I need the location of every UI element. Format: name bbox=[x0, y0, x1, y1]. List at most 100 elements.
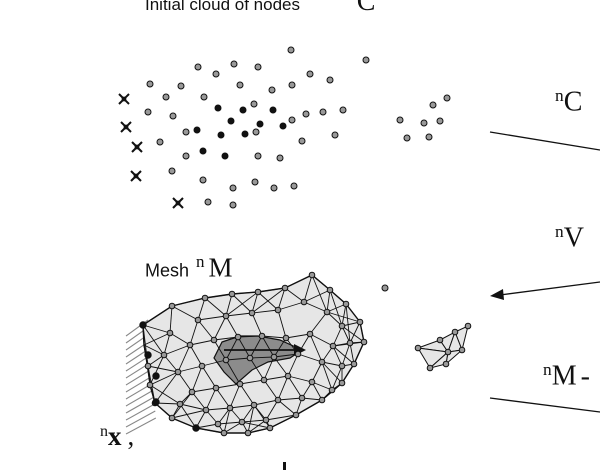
mesh-node bbox=[254, 288, 262, 296]
mesh-edge bbox=[204, 297, 227, 317]
mesh-label-symbol: M bbox=[208, 252, 233, 283]
mesh-node bbox=[281, 284, 289, 292]
label-nx-tail: , bbox=[127, 421, 135, 451]
mesh-edge bbox=[332, 345, 355, 365]
mesh-edge bbox=[225, 359, 241, 385]
mesh-edge bbox=[321, 361, 343, 367]
mesh-edge bbox=[171, 305, 199, 321]
active-node bbox=[217, 131, 225, 139]
mesh-node bbox=[346, 339, 354, 347]
mesh-edge bbox=[297, 353, 323, 363]
mesh-edge bbox=[241, 419, 267, 423]
mesh-node bbox=[244, 429, 252, 437]
mesh-edge bbox=[225, 336, 239, 361]
mesh-edge bbox=[345, 303, 361, 323]
mesh-edge bbox=[154, 371, 179, 404]
mesh-edge bbox=[341, 363, 355, 384]
mesh-edge bbox=[311, 274, 331, 291]
cloud-node bbox=[230, 60, 238, 68]
cloud-node bbox=[146, 80, 154, 88]
cloud-node bbox=[306, 70, 314, 78]
mesh-edge bbox=[269, 414, 297, 429]
mesh-edge bbox=[177, 371, 193, 393]
mesh-edge bbox=[241, 404, 255, 423]
boundary-fixed-node bbox=[152, 398, 160, 406]
mesh-edge bbox=[179, 403, 197, 429]
mesh-node bbox=[160, 351, 168, 359]
cloud-node bbox=[429, 101, 437, 109]
mesh-node bbox=[274, 306, 282, 314]
mesh-label-sup: n bbox=[196, 252, 205, 271]
small-mesh-node bbox=[442, 360, 450, 368]
mesh-node bbox=[338, 362, 346, 370]
hatch-line bbox=[125, 375, 153, 393]
label-nV: nV bbox=[555, 222, 584, 255]
mesh-node bbox=[168, 414, 176, 422]
cloud-node bbox=[276, 154, 284, 162]
hatch-line bbox=[125, 403, 155, 421]
mesh-node bbox=[212, 384, 220, 392]
cloud-node bbox=[254, 152, 262, 160]
boundary-hatching bbox=[125, 319, 157, 435]
hatch-line bbox=[125, 396, 155, 414]
mesh-edge bbox=[217, 407, 231, 425]
label-nM: nM- bbox=[543, 360, 590, 393]
mesh-node bbox=[198, 362, 206, 370]
label-nx-sup: n bbox=[100, 423, 108, 441]
cloud-node bbox=[436, 117, 444, 125]
top-caption-symbol: C bbox=[356, 0, 376, 17]
mesh-node bbox=[146, 381, 154, 389]
mesh-edge bbox=[257, 287, 286, 293]
cloud-node bbox=[144, 108, 152, 116]
cloud-node bbox=[362, 56, 370, 64]
mesh-edge bbox=[149, 371, 179, 386]
mesh-edge bbox=[189, 339, 215, 346]
label-nC-sup: n bbox=[555, 86, 564, 105]
mesh-edge bbox=[277, 287, 286, 311]
cloud-node bbox=[319, 108, 327, 116]
mesh-node bbox=[174, 368, 182, 376]
cloud-node bbox=[290, 182, 298, 190]
mesh-node bbox=[228, 290, 236, 298]
mesh-edge bbox=[189, 344, 203, 367]
cloud-node bbox=[288, 81, 296, 89]
mesh-node bbox=[338, 379, 346, 387]
label-nV-symbol: V bbox=[563, 222, 584, 254]
mesh-node bbox=[168, 302, 176, 310]
mesh-edge bbox=[251, 309, 279, 314]
arrow-line-to-nC bbox=[489, 131, 600, 151]
fixed-node bbox=[133, 173, 139, 179]
cloud-node bbox=[212, 70, 220, 78]
cloud-node bbox=[396, 116, 404, 124]
mesh-node bbox=[226, 404, 234, 412]
mesh-edge bbox=[345, 303, 351, 344]
cloud-node bbox=[298, 137, 306, 145]
mesh-edge bbox=[142, 324, 165, 356]
mesh-edge bbox=[215, 383, 241, 389]
small-mesh-node bbox=[451, 328, 459, 336]
mesh-edge bbox=[261, 335, 275, 358]
mesh-node bbox=[350, 360, 358, 368]
mesh-edge bbox=[241, 421, 271, 429]
mesh-edge bbox=[251, 312, 263, 337]
mesh-edge bbox=[225, 315, 239, 338]
mesh-edge bbox=[169, 305, 173, 334]
mesh-edge bbox=[303, 289, 331, 303]
active-node bbox=[199, 147, 207, 155]
mesh-node bbox=[236, 380, 244, 388]
mesh-edge bbox=[231, 291, 259, 295]
mesh-edge bbox=[189, 319, 199, 346]
mesh-node bbox=[292, 411, 300, 419]
cloud-node bbox=[168, 167, 176, 175]
mesh-edge bbox=[215, 387, 231, 409]
mesh-edge bbox=[225, 293, 233, 317]
mesh-edge bbox=[321, 361, 343, 384]
mesh-edge bbox=[249, 357, 265, 381]
mesh-edge bbox=[163, 344, 191, 356]
mesh-node bbox=[260, 376, 268, 384]
mesh-edge bbox=[331, 365, 343, 391]
mesh-edge bbox=[237, 336, 251, 359]
mesh-edge bbox=[341, 342, 351, 367]
mesh-edge bbox=[237, 335, 263, 338]
mesh-edge bbox=[179, 403, 207, 411]
